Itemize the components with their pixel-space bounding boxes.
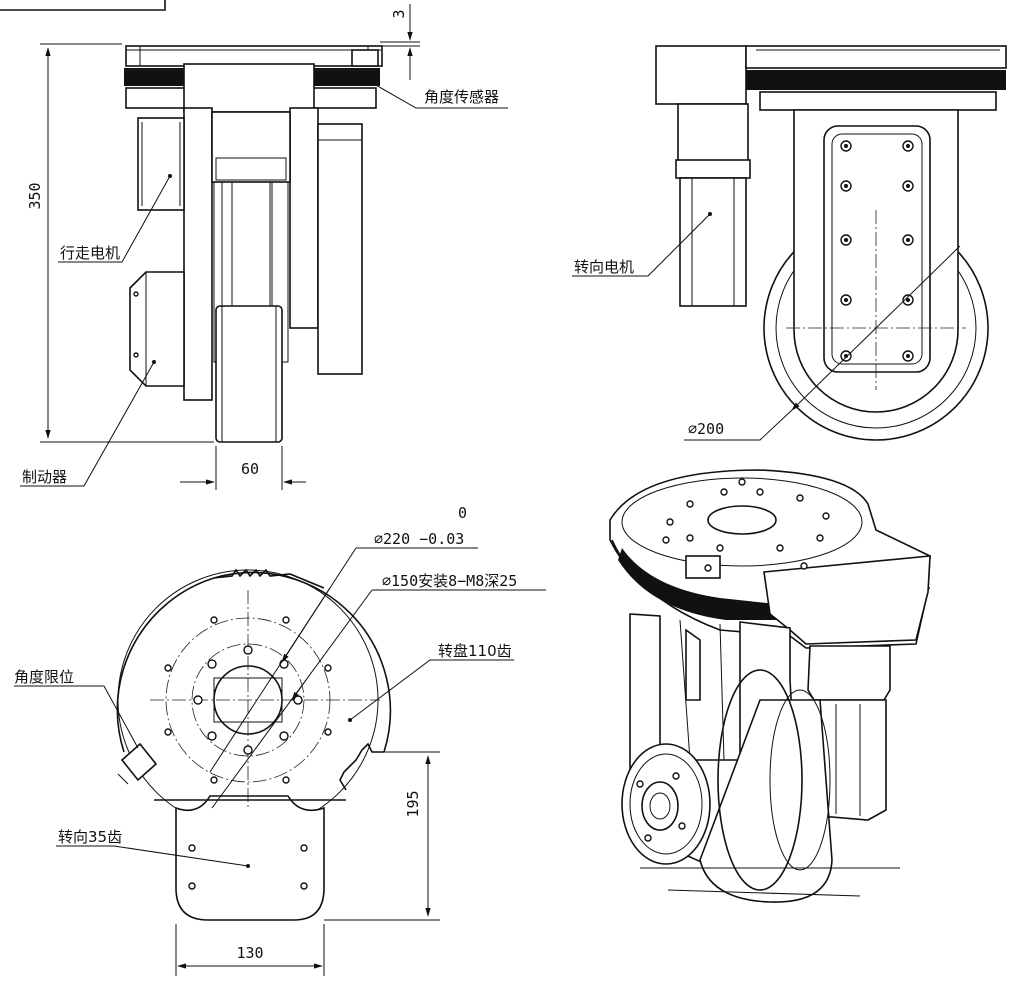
label-angle-sensor: 角度传感器	[424, 88, 499, 106]
label-steering-motor: 转向电机	[574, 258, 634, 276]
label-steering-teeth: 转向35齿	[58, 828, 122, 846]
dim-turntable-tolerance-upper: 0	[458, 504, 467, 522]
front-view	[20, 4, 508, 490]
dim-mount-circle: ∅150安装8−M8深25	[382, 572, 517, 590]
dim-turntable-diameter: ∅220 −0.03	[374, 530, 464, 548]
top-view-bolt-holes	[164, 616, 332, 890]
label-turntable-teeth: 转盘110齿	[438, 642, 512, 660]
dim-height: 350	[26, 182, 44, 209]
side-view-bolt-holes	[840, 140, 914, 362]
dim-plate-thickness: 3	[390, 9, 408, 18]
title-block-corner	[0, 0, 166, 11]
dim-wheel-width: 60	[241, 460, 259, 478]
isometric-view-holes	[662, 478, 830, 572]
dim-base-width: 130	[236, 944, 263, 962]
dim-base-offset: 195	[404, 790, 422, 817]
dim-wheel-diameter: ∅200	[688, 420, 724, 438]
top-view	[14, 547, 546, 976]
side-view	[572, 45, 1007, 441]
label-drive-motor: 行走电机	[60, 244, 120, 262]
label-brake: 制动器	[22, 468, 67, 486]
isometric-view	[609, 469, 931, 903]
label-angle-limit: 角度限位	[14, 668, 74, 686]
